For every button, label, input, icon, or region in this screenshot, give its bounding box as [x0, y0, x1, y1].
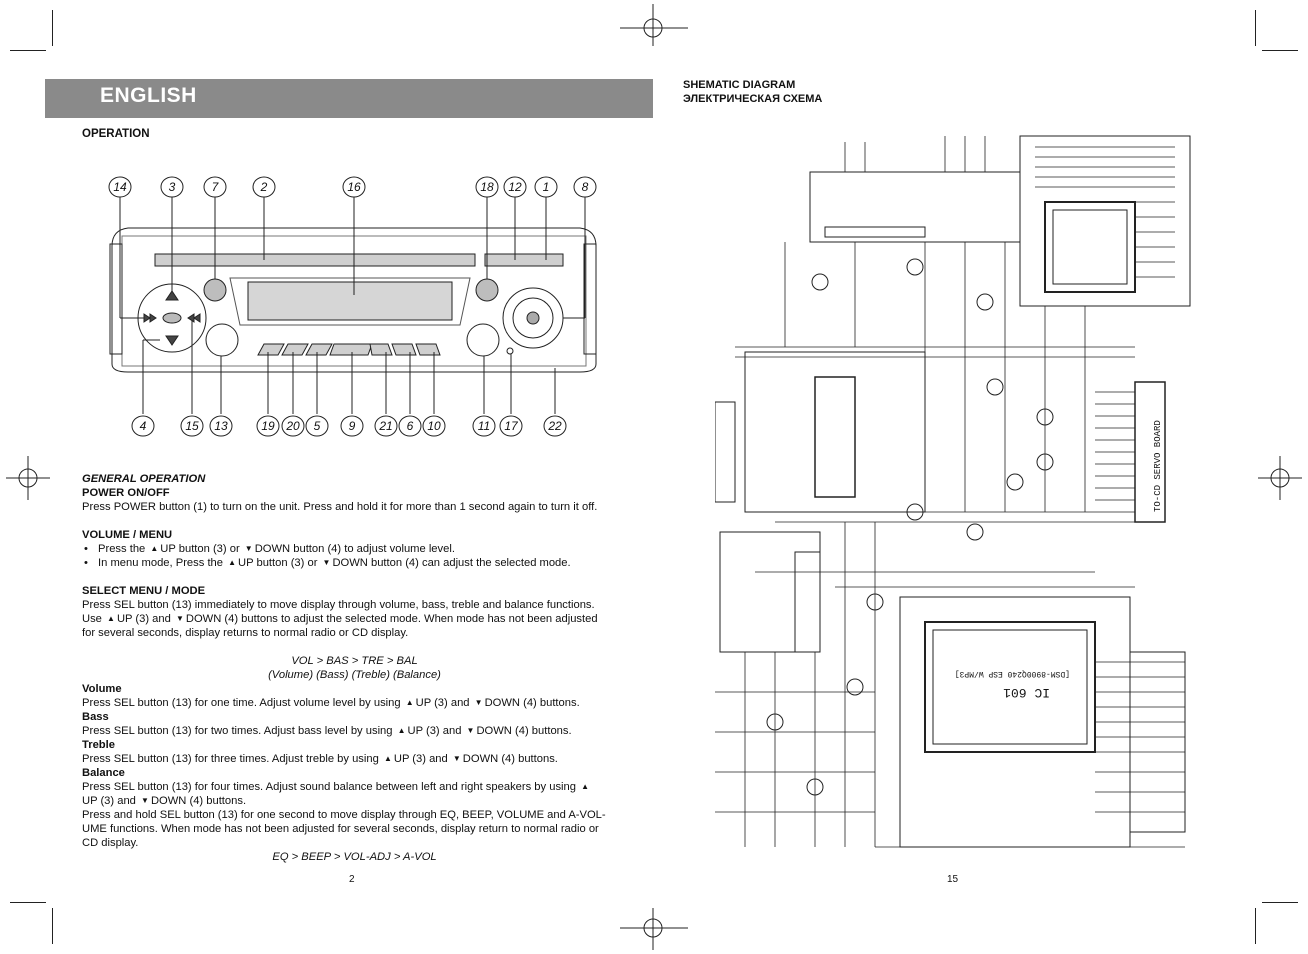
select-line-3: for several seconds, display returns to … — [82, 627, 409, 639]
callout-14: 14 — [113, 180, 127, 194]
callout-12: 12 — [508, 180, 522, 194]
callout-8: 8 — [582, 180, 589, 194]
schematic-heading-en: SHEMATIC DIAGRAM — [683, 79, 796, 91]
down-arrow-icon: ▼ — [322, 558, 331, 567]
down-arrow-icon: ▼ — [244, 544, 253, 553]
bass-heading: Bass — [82, 711, 109, 723]
down-arrow-icon: ▼ — [452, 754, 461, 763]
callout-10: 10 — [427, 419, 441, 433]
general-operation-heading: GENERAL OPERATION — [82, 473, 206, 485]
bass-text: Press SEL button (13) for two times. Adj… — [82, 725, 572, 737]
up-arrow-icon: ▲ — [107, 614, 115, 623]
eq-sequence: EQ > BEEP > VOL-ADJ > A-VOL — [272, 851, 437, 863]
callout-4: 4 — [140, 419, 147, 433]
up-arrow-icon: ▲ — [383, 754, 392, 763]
callout-19: 19 — [261, 419, 275, 433]
up-arrow-icon: ▲ — [581, 782, 590, 791]
ic-label: IC 601 — [1003, 685, 1050, 700]
servo-board-label: TO-CD SERVO BOARD — [1153, 420, 1163, 512]
callout-5: 5 — [314, 419, 321, 433]
hold-text-2: UME functions. When mode has not been ad… — [82, 823, 599, 835]
section-heading: OPERATION — [82, 128, 150, 140]
select-heading: SELECT MENU / MODE — [82, 585, 206, 597]
up-arrow-icon: ▲ — [405, 698, 414, 707]
callout-15: 15 — [185, 419, 199, 433]
treble-text: Press SEL button (13) for three times. A… — [82, 753, 558, 765]
balance-heading: Balance — [82, 767, 125, 779]
volume-heading: Volume — [82, 683, 122, 695]
volume-menu-heading: VOLUME / MENU — [82, 529, 173, 541]
page-number-right: 15 — [947, 874, 959, 885]
callout-11: 11 — [478, 419, 490, 433]
schematic-diagram: TO-CD SERVO BOARD IC 601 [DSM-8900Q240 E… — [715, 135, 1191, 848]
volume-bullet-2: In menu mode, Press the ▲UP button (3) o… — [82, 556, 627, 570]
select-line-2: Use ▲UP (3) and ▼DOWN (4) buttons to adj… — [82, 613, 598, 625]
up-arrow-icon: ▲ — [397, 726, 406, 735]
callout-17: 17 — [504, 419, 519, 433]
volume-text: Press SEL button (13) for one time. Adju… — [82, 697, 580, 709]
callout-13: 13 — [214, 419, 228, 433]
callout-3: 3 — [169, 180, 176, 194]
treble-heading: Treble — [82, 739, 115, 751]
language-banner: ENGLISH — [45, 79, 653, 118]
hold-text-1: Press and hold SEL button (13) for one s… — [82, 809, 606, 821]
select-line-1: Press SEL button (13) immediately to mov… — [82, 599, 595, 611]
up-arrow-icon: ▲ — [150, 544, 159, 553]
page-number-left: 2 — [349, 874, 355, 885]
callout-16: 16 — [347, 180, 361, 194]
callout-9: 9 — [349, 419, 356, 433]
operation-text: GENERAL OPERATION POWER ON/OFF Press POW… — [82, 472, 627, 864]
callout-20: 20 — [285, 419, 300, 433]
callout-2: 2 — [260, 180, 268, 194]
callout-1: 1 — [543, 180, 550, 194]
ic-part-label: [DSM-8900Q240 ESP W/MP3] — [955, 669, 1070, 678]
volume-bullet-1: Press the ▲UP button (3) or ▼DOWN button… — [82, 542, 627, 556]
down-arrow-icon: ▼ — [474, 698, 483, 707]
schematic-heading-ru: ЭЛЕКТРИЧЕСКАЯ СХЕМА — [683, 93, 823, 105]
callout-18: 18 — [480, 180, 494, 194]
down-arrow-icon: ▼ — [175, 614, 184, 623]
up-arrow-icon: ▲ — [228, 558, 237, 567]
car-stereo-illustration: 14 3 7 2 16 18 12 1 8 4 15 13 19 20 5 9 … — [108, 176, 597, 437]
callout-22: 22 — [547, 419, 562, 433]
down-arrow-icon: ▼ — [466, 726, 475, 735]
down-arrow-icon: ▼ — [141, 796, 149, 805]
power-text: Press POWER button (1) to turn on the un… — [82, 501, 598, 513]
hold-text-3: CD display. — [82, 837, 139, 849]
callout-21: 21 — [378, 419, 392, 433]
balance-text: Press SEL button (13) for four times. Ad… — [82, 781, 590, 807]
mode-names: (Volume) (Bass) (Treble) (Balance) — [268, 669, 441, 681]
banner-title: ENGLISH — [100, 84, 197, 107]
callout-6: 6 — [407, 419, 414, 433]
power-heading: POWER ON/OFF — [82, 487, 170, 499]
callout-7: 7 — [212, 180, 220, 194]
mode-sequence: VOL > BAS > TRE > BAL — [291, 655, 418, 667]
